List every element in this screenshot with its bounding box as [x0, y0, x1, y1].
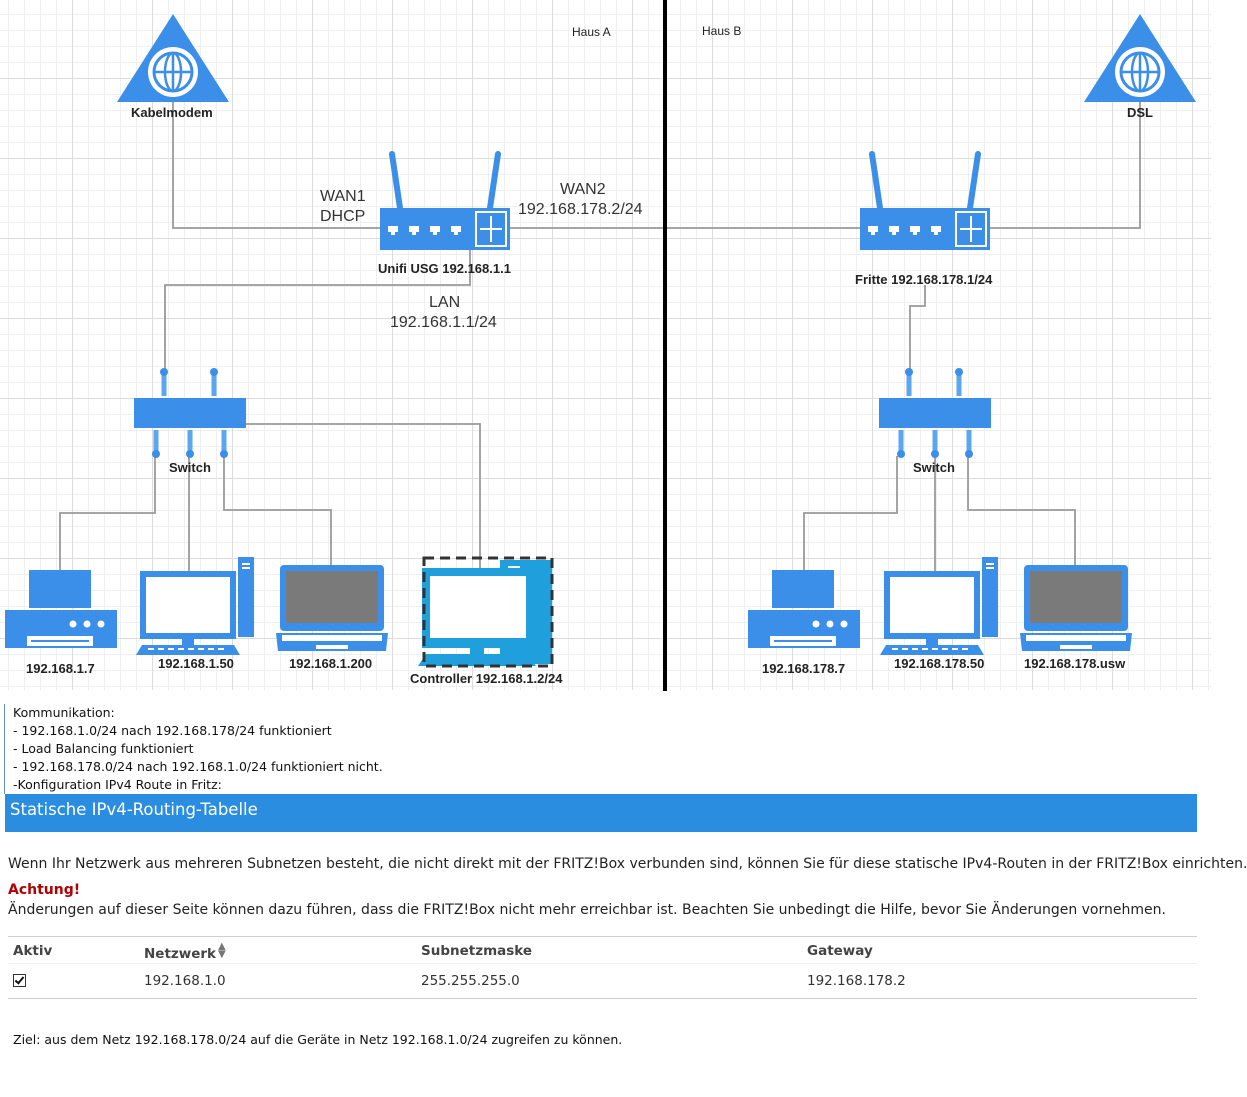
fritte-label: Fritte 192.168.178.1/24 — [855, 272, 993, 287]
link-switch-printer-a — [59, 456, 156, 570]
controller-label: Controller 192.168.1.2/24 — [410, 671, 563, 686]
warning-text: Änderungen auf dieser Seite können dazu … — [8, 902, 1166, 918]
communication-line: - 192.168.1.0/24 nach 192.168.178/24 fun… — [13, 723, 332, 738]
column-subnetzmaske: Subnetzmaske — [421, 943, 533, 959]
laptop-b-icon — [1020, 565, 1132, 651]
link-switch-laptop-b — [967, 456, 1076, 565]
table-row: 192.168.1.0 255.255.255.0 192.168.178.2 — [8, 963, 1197, 998]
switch-b-icon — [879, 368, 991, 458]
printer-b-icon — [748, 570, 860, 648]
communication-line: - Load Balancing funktioniert — [13, 741, 194, 756]
checkbox-checked-icon[interactable] — [13, 974, 26, 987]
usg-router-icon — [380, 154, 510, 250]
communication-line: - 192.168.178.0/24 nach 192.168.1.0/24 f… — [13, 759, 383, 774]
communication-notes: Kommunikation: - 192.168.1.0/24 nach 192… — [4, 704, 613, 794]
routing-table-title: Statische IPv4-Routing-Tabelle — [10, 800, 258, 819]
link-switch-printer-b — [803, 456, 898, 570]
switch-a-icon — [134, 368, 246, 458]
link-dsl-fritte — [990, 100, 1141, 229]
kabelmodem-label: Kabelmodem — [131, 105, 213, 120]
laptop-b-label: 192.168.178.usw — [1024, 656, 1126, 671]
communication-title: Kommunikation: — [13, 705, 115, 720]
desktop-b-label: 192.168.178.50 — [894, 656, 985, 671]
goal-note: Ziel: aus dem Netz 192.168.178.0/24 auf … — [13, 1032, 623, 1047]
usg-label: Unifi USG 192.168.1.1 — [378, 261, 511, 276]
communication-line: -Konfiguration IPv4 Route in Fritz: — [13, 777, 222, 792]
desktop-a-label: 192.168.1.50 — [158, 656, 234, 671]
column-gateway: Gateway — [807, 943, 873, 959]
controller-icon — [418, 556, 554, 668]
row-network: 192.168.1.0 — [144, 973, 226, 989]
link-modem-usg — [172, 100, 380, 229]
printer-a-icon — [5, 570, 117, 648]
printer-b-label: 192.168.178.7 — [762, 661, 846, 676]
column-netzwerk[interactable]: Netzwerk▲▼ — [144, 941, 226, 963]
link-fritte-switch — [909, 285, 926, 372]
link-switch-laptop-a — [223, 456, 332, 565]
link-switch-controller — [246, 423, 481, 570]
row-mask: 255.255.255.0 — [421, 973, 520, 989]
routing-table-head: Aktiv Netzwerk▲▼ Subnetzmaske Gateway — [8, 937, 1197, 963]
dsl-icon — [1082, 12, 1198, 104]
diagram-canvas — [5, 12, 1198, 668]
routing-table-header: Statische IPv4-Routing-Tabelle — [5, 794, 1197, 832]
house-divider — [663, 0, 667, 691]
dsl-label: DSL — [1127, 105, 1153, 120]
switch-b-label: Switch — [913, 460, 955, 475]
switch-a-label: Switch — [169, 460, 211, 475]
active-checkbox[interactable] — [13, 973, 26, 990]
laptop-a-label: 192.168.1.200 — [289, 656, 373, 671]
column-aktiv: Aktiv — [13, 943, 53, 959]
desktop-b-icon — [880, 557, 998, 655]
routing-intro: Wenn Ihr Netzwerk aus mehreren Subnetzen… — [8, 856, 1247, 872]
routing-table: Aktiv Netzwerk▲▼ Subnetzmaske Gateway 19… — [8, 936, 1197, 999]
fritte-router-icon — [860, 154, 990, 250]
sort-icon[interactable]: ▲▼ — [218, 941, 226, 960]
network-links — [59, 100, 1141, 575]
house-a-label: Haus A — [572, 25, 611, 39]
printer-a-label: 192.168.1.7 — [26, 661, 95, 676]
row-gateway: 192.168.178.2 — [807, 973, 906, 989]
warning-title: Achtung! — [8, 882, 81, 898]
link-usg-switch — [164, 250, 471, 372]
desktop-a-icon — [136, 557, 254, 655]
kabelmodem-icon — [115, 12, 231, 104]
laptop-a-icon — [276, 565, 388, 651]
house-b-label: Haus B — [702, 24, 742, 38]
